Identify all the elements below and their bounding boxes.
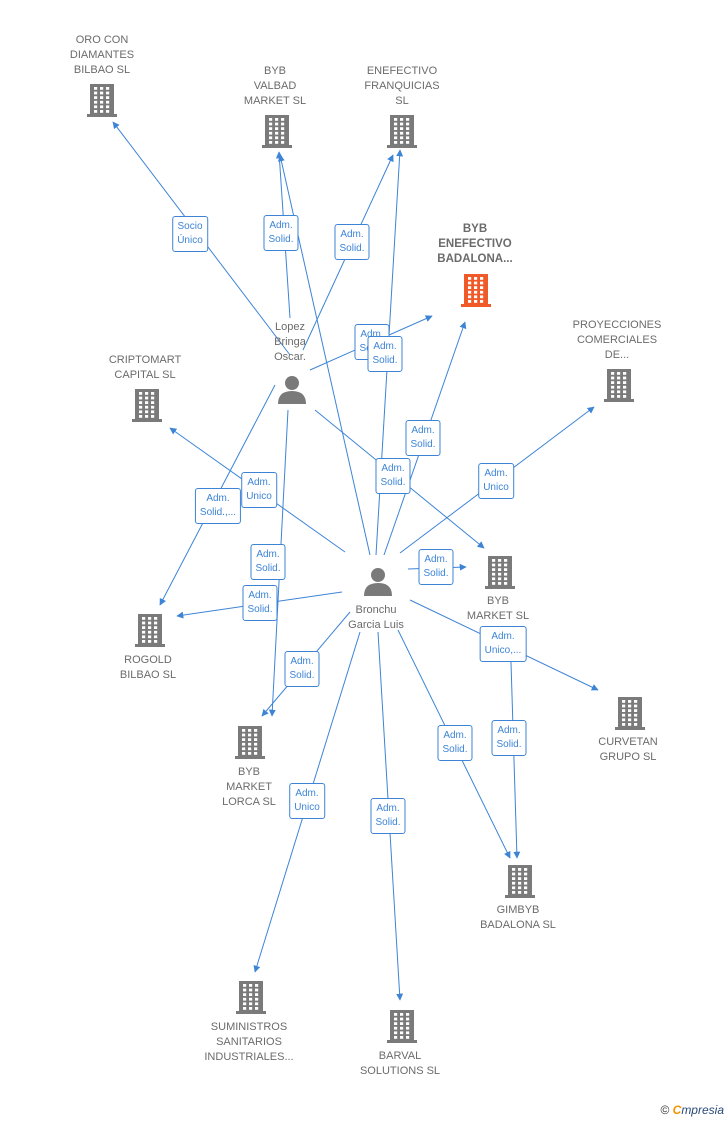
node-label-gimbyb[interactable]: GIMBYB BADALONA SL xyxy=(480,904,556,931)
edge-label-bronchu-enefectivo[interactable]: Adm. Solid. xyxy=(367,336,403,372)
edge-label-bronchu-curvetan[interactable]: Adm. Unico,... xyxy=(479,626,527,662)
person-icon-bronchu[interactable] xyxy=(364,568,392,596)
node-label-bronchu[interactable]: Bronchu Garcia Luis xyxy=(348,604,404,631)
building-icon-rogold[interactable] xyxy=(135,614,165,647)
node-label-suministros[interactable]: SUMINISTROS SANITARIOS INDUSTRIALES... xyxy=(204,1021,294,1063)
edge-label-lopez-valbad[interactable]: Adm. Solid. xyxy=(263,215,299,251)
edge-label-bronchu-suministros[interactable]: Adm. Unico xyxy=(289,783,325,819)
edge-label-lopez-rogold[interactable]: Adm. Solid.,... xyxy=(194,488,242,524)
edge-label-lopez-enefectivo[interactable]: Adm. Solid. xyxy=(334,224,370,260)
node-label-rogold[interactable]: ROGOLD BILBAO SL xyxy=(119,654,177,681)
brand-initial: C xyxy=(672,1103,682,1117)
building-icon-badalona[interactable] xyxy=(461,274,491,307)
building-icon-curvetan[interactable] xyxy=(615,697,645,730)
edge-label-bronchu-proyecciones[interactable]: Adm. Unico xyxy=(478,463,514,499)
node-label-curvetan[interactable]: CURVETAN GRUPO SL xyxy=(598,736,658,763)
nodes-layer xyxy=(87,84,645,1043)
node-label-badalona[interactable]: BYB ENEFECTIVO BADALONA... xyxy=(437,223,513,265)
copyright-symbol: © xyxy=(660,1103,670,1117)
footer-brand[interactable]: © Cmpresia xyxy=(660,1103,724,1117)
node-label-criptomart[interactable]: CRIPTOMART CAPITAL SL xyxy=(108,354,182,381)
node-label-bybmarket[interactable]: BYB MARKET SL xyxy=(466,595,530,622)
node-label-lopez[interactable]: Lopez Bringa Oscar. xyxy=(274,321,306,363)
building-icon-valbad[interactable] xyxy=(262,115,292,148)
node-label-proyecciones[interactable]: PROYECCIONES COMERCIALES DE... xyxy=(572,319,662,361)
node-label-lorca[interactable]: BYB MARKET LORCA SL xyxy=(222,766,276,808)
edge-label-bronchu-badalona[interactable]: Adm. Solid. xyxy=(405,420,441,456)
edge-label-bybmarket-gimbyb[interactable]: Adm. Solid. xyxy=(491,720,527,756)
edge-label-bronchu-lorca[interactable]: Adm. Solid. xyxy=(284,651,320,687)
building-icon-criptomart[interactable] xyxy=(132,389,162,422)
person-icon-lopez[interactable] xyxy=(278,376,306,404)
building-icon-oro[interactable] xyxy=(87,84,117,117)
building-icon-proyecciones[interactable] xyxy=(604,369,634,402)
building-icon-enefectivo[interactable] xyxy=(387,115,417,148)
building-icon-lorca[interactable] xyxy=(235,726,265,759)
node-label-valbad[interactable]: BYB VALBAD MARKET SL xyxy=(243,65,307,107)
building-icon-bybmarket[interactable] xyxy=(485,556,515,589)
node-label-oro[interactable]: ORO CON DIAMANTES BILBAO SL xyxy=(69,34,135,76)
edge-label-lopez-oro[interactable]: Socio Único xyxy=(172,216,208,252)
brand-name: mpresia xyxy=(681,1103,724,1117)
edge-label-bronchu-gimbyb[interactable]: Adm. Solid. xyxy=(437,725,473,761)
edge-label-bronchu-bybmarket[interactable]: Adm. Solid. xyxy=(418,549,454,585)
edge-label-lopez-lorca[interactable]: Adm. Solid. xyxy=(250,544,286,580)
building-icon-gimbyb[interactable] xyxy=(505,865,535,898)
building-icon-suministros[interactable] xyxy=(236,981,266,1014)
edge-label-bronchu-barval[interactable]: Adm. Solid. xyxy=(370,798,406,834)
node-label-barval[interactable]: BARVAL SOLUTIONS SL xyxy=(359,1050,441,1077)
node-label-enefectivo[interactable]: ENEFECTIVO FRANQUICIAS SL xyxy=(364,65,440,107)
edge-label-bronchu-rogold[interactable]: Adm. Solid. xyxy=(242,585,278,621)
edge-label-lopez-bybmarket[interactable]: Adm. Solid. xyxy=(375,458,411,494)
building-icon-barval[interactable] xyxy=(387,1010,417,1043)
edge-label-bronchu-criptomart[interactable]: Adm. Unico xyxy=(241,472,277,508)
